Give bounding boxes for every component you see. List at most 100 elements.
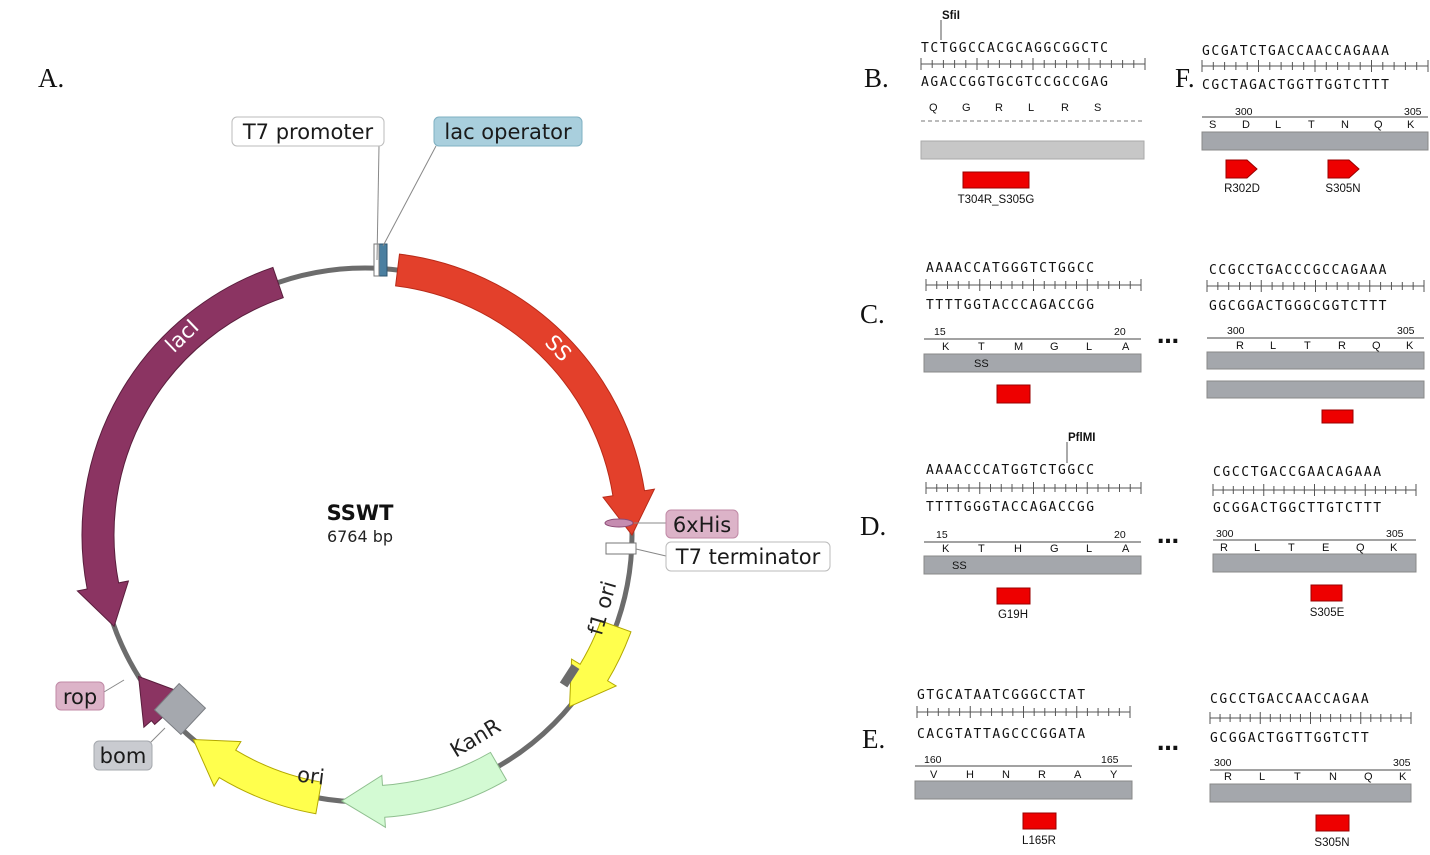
amino-acid: N [1341, 119, 1349, 131]
panel-c-right-ruler [1206, 280, 1425, 292]
panel-b-bottom-strand: AGACCGGTGCGTCCGCCGAG [921, 75, 1110, 90]
amino-acid: T [1294, 771, 1301, 783]
panel-d-right-num-left: 300 [1216, 528, 1234, 540]
panel-c-right-top-strand: CCGCCTGACCCGCCAGAAA [1209, 263, 1388, 278]
panel-e-left-top-strand: GTGCATAATCGGGCCTAT [917, 688, 1087, 703]
panel-c-right-num-right: 305 [1397, 325, 1415, 337]
amino-acid: R [995, 102, 1003, 114]
amino-acid: G [962, 102, 971, 114]
panel-d-right-bottom-strand: GCGGACTGGCTTGTCTTT [1213, 501, 1383, 516]
amino-acid: R [1224, 771, 1232, 783]
amino-acid: R [1338, 340, 1346, 352]
panel-e-left-num-right: 165 [1101, 754, 1119, 766]
panel-e-right-ruler [1209, 712, 1412, 724]
panel-d-left-feature-bar [923, 555, 1142, 575]
rop-label: rop [63, 685, 97, 709]
amino-acid: R [1236, 340, 1244, 352]
panel-f-mutation-mark-2 [1327, 159, 1360, 179]
amino-acid: Q [1356, 542, 1365, 554]
amino-acid: A [1074, 769, 1082, 781]
t7-promoter-label: T7 promoter [242, 120, 374, 144]
amino-acid: A [1122, 341, 1130, 353]
panel-f-mutation-label-2: S305N [1325, 183, 1360, 195]
amino-acid: Q [1374, 119, 1383, 131]
panel-e-right-num-right: 305 [1393, 757, 1411, 769]
amino-acid: L [1259, 771, 1265, 783]
kanr-arrow[interactable] [340, 751, 508, 829]
panel-e-left-mutation-label: L165R [1022, 835, 1056, 847]
panel-c-right-bottom-strand: GGCGGACTGGGCGGTCTTT [1209, 299, 1388, 314]
his-tag-marker [604, 518, 634, 528]
panel-c-left-top-strand: AAAACCATGGGTCTGGCC [926, 261, 1096, 276]
lac-operator-label: lac operator [444, 120, 572, 144]
panel-e-left-num-left: 160 [924, 754, 942, 766]
amino-acid: Q [929, 102, 938, 114]
bom-leader [149, 727, 166, 744]
amino-acid: T [978, 341, 985, 353]
panel-e-right-mutation-label: S305N [1314, 837, 1349, 849]
his-box [665, 509, 739, 539]
amino-acid: N [1002, 769, 1010, 781]
plasmid-name: SSWT [327, 501, 394, 525]
panel-c-left-bottom-strand: TTTTGGTACCCAGACCGG [926, 298, 1096, 313]
amino-acid: D [1242, 119, 1250, 131]
panel-d-right-ruler [1212, 484, 1417, 496]
ori-arrow[interactable] [192, 738, 322, 815]
panel-d-left-top-strand: AAAACCCATGGTCTGGCC [926, 463, 1096, 478]
panel-a: A. lacI SS f1 ori KanR ori SSWT 6764 bp [38, 63, 831, 829]
amino-acid: R [1220, 542, 1228, 554]
panel-d-left-num-right: 20 [1114, 529, 1126, 541]
panel-d-right-top-strand: CGCCTGACCGAACAGAAA [1213, 465, 1383, 480]
t7-terminator-marker [605, 542, 637, 555]
panel-b-top-strand: TCTGGCCACGCAGGCGGCTC [921, 41, 1110, 56]
laci-arrow[interactable] [76, 266, 284, 628]
panel-b-mutation-mark [962, 171, 1030, 189]
rop-leader [103, 679, 125, 693]
amino-acid: K [942, 341, 950, 353]
panel-e-letter: E. [862, 724, 885, 754]
panel-c-left-num-right: 20 [1114, 326, 1126, 338]
ss-arrow[interactable] [395, 253, 656, 536]
amino-acid: T [1288, 542, 1295, 554]
amino-acid: Q [1372, 340, 1381, 352]
panel-f-bottom-strand: CGCTAGACTGGTTGGTCTTT [1202, 78, 1391, 93]
amino-acid: L [1086, 341, 1092, 353]
panel-f-feature-bar [1201, 131, 1429, 151]
panel-c-left-feature-bar [923, 353, 1142, 373]
f1-ori-arrow[interactable] [568, 620, 632, 708]
panel-f-letter: F. [1175, 63, 1195, 93]
amino-acid: S [1094, 102, 1101, 114]
panel-d-left-ruler [925, 482, 1142, 494]
amino-acid: L [1270, 340, 1276, 352]
amino-acid: K [1390, 542, 1398, 554]
panel-d-left-mutation-mark [996, 587, 1031, 605]
lac-operator-leader [382, 145, 437, 247]
amino-acid: E [1322, 542, 1329, 554]
panel-e-left-ruler [916, 706, 1131, 718]
t7-terminator-leader [635, 548, 667, 557]
panel-b-mutation-label: T304R_S305G [958, 194, 1035, 206]
panel-b-ruler [920, 58, 1146, 70]
panel-e-right-bottom-strand: GCGGACTGGTTGGTCTT [1210, 731, 1370, 746]
panel-e-right-mutation-mark [1315, 814, 1350, 832]
panel-b-feature-bar [920, 140, 1145, 160]
panel-c-right-feature-bar-1 [1206, 351, 1425, 370]
panel-c-right-feature-bar-2 [1206, 380, 1425, 399]
amino-acid: R [1038, 769, 1046, 781]
panel-f-mutation-label-1: R302D [1224, 183, 1260, 195]
panel-d-right-mutation-mark [1310, 584, 1343, 602]
amino-acid: L [1086, 543, 1092, 555]
amino-acid: G [1050, 341, 1059, 353]
panel-d-right-num-right: 305 [1386, 528, 1404, 540]
amino-acid: L [1028, 102, 1034, 114]
amino-acid: S [1209, 119, 1216, 131]
his-label: 6xHis [673, 513, 731, 537]
panel-d-right-mutation-label: S305E [1310, 607, 1345, 619]
sfii-site-label: SfiI [942, 10, 960, 22]
